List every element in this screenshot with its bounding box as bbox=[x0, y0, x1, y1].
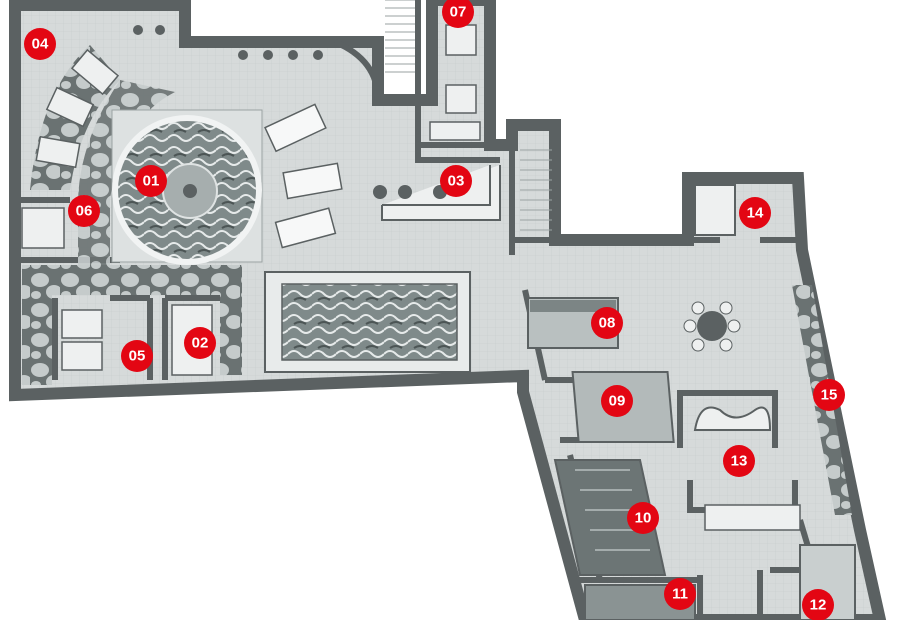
marker-label: 14 bbox=[747, 205, 764, 222]
marker-01[interactable]: 01 bbox=[135, 165, 167, 197]
marker-label: 09 bbox=[609, 393, 626, 410]
marker-label: 10 bbox=[635, 510, 652, 527]
marker-label: 02 bbox=[192, 335, 209, 352]
rect-pool bbox=[281, 283, 458, 361]
marker-02[interactable]: 02 bbox=[184, 327, 216, 359]
marker-label: 03 bbox=[448, 173, 465, 190]
marker-09[interactable]: 09 bbox=[601, 385, 633, 417]
marker-label: 06 bbox=[76, 203, 93, 220]
marker-08[interactable]: 08 bbox=[591, 307, 623, 339]
marker-06[interactable]: 06 bbox=[68, 195, 100, 227]
vanity-counter bbox=[704, 504, 801, 531]
marker-07[interactable]: 07 bbox=[442, 0, 474, 28]
marker-label: 05 bbox=[129, 348, 146, 365]
marker-label: 01 bbox=[143, 173, 160, 190]
top-seats bbox=[133, 25, 323, 60]
marker-15[interactable]: 15 bbox=[813, 379, 845, 411]
stone-garden-side bbox=[22, 295, 52, 385]
marker-04[interactable]: 04 bbox=[24, 28, 56, 60]
sauna-08 bbox=[527, 297, 619, 349]
marker-label: 07 bbox=[450, 4, 467, 21]
marker-03[interactable]: 03 bbox=[440, 165, 472, 197]
stairs bbox=[520, 149, 552, 231]
pool-loungers bbox=[264, 103, 343, 249]
marker-12[interactable]: 12 bbox=[802, 589, 834, 620]
marker-13[interactable]: 13 bbox=[723, 445, 755, 477]
wc-14 bbox=[694, 184, 736, 236]
pool-fountain bbox=[183, 184, 197, 198]
marker-14[interactable]: 14 bbox=[739, 197, 771, 229]
steam-bench bbox=[693, 406, 772, 431]
marker-label: 11 bbox=[672, 586, 688, 603]
marker-05[interactable]: 05 bbox=[121, 340, 153, 372]
marker-label: 15 bbox=[821, 387, 838, 404]
marker-label: 08 bbox=[599, 315, 616, 332]
marker-10[interactable]: 10 bbox=[627, 502, 659, 534]
outdoor-area bbox=[192, 0, 372, 36]
curved-wall bbox=[333, 39, 381, 101]
stone-garden-side2 bbox=[220, 295, 242, 375]
stone-garden-bottom bbox=[22, 265, 242, 295]
marker-label: 04 bbox=[32, 36, 49, 53]
marker-label: 12 bbox=[810, 597, 827, 614]
sauna-10-benches bbox=[553, 459, 667, 576]
marker-label: 13 bbox=[731, 453, 748, 470]
marker-11[interactable]: 11 bbox=[664, 578, 696, 610]
stone-garden-arc bbox=[78, 80, 175, 280]
lounge-table bbox=[683, 301, 741, 352]
stairs-top bbox=[385, 0, 415, 73]
